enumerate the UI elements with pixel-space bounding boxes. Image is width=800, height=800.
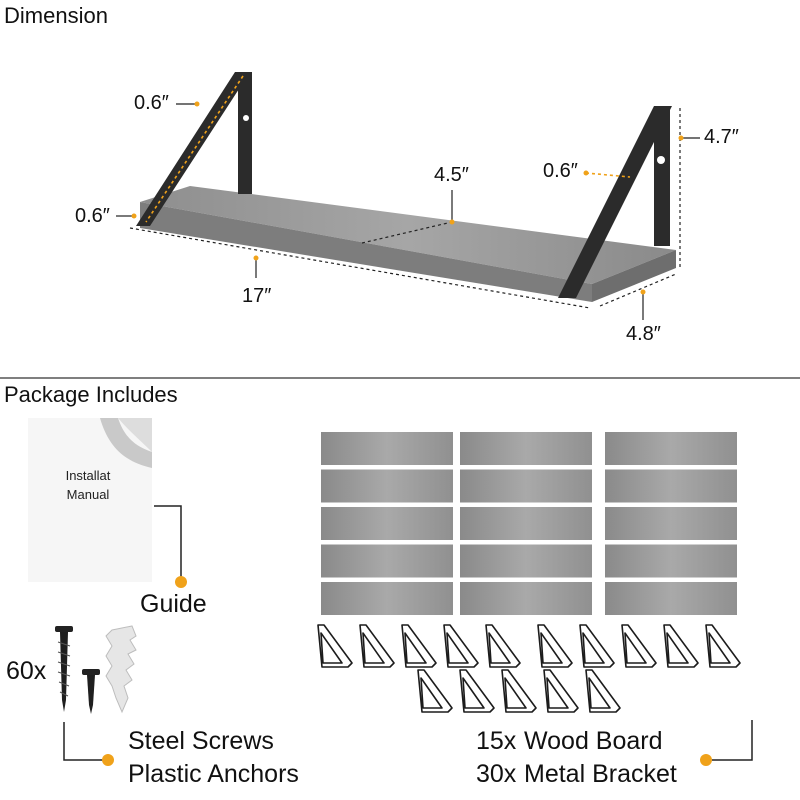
hardware-leader-line (63, 722, 104, 761)
boards-dot (700, 754, 712, 766)
wood-board-tile (460, 507, 592, 540)
metal-bracket-icon (621, 624, 657, 668)
bracket-height-label: 4.7″ (704, 126, 739, 148)
wood-board-tile (321, 582, 453, 615)
total-height-label: 4.8″ (626, 323, 661, 345)
wood-board-tile (605, 507, 737, 540)
depth-label: 4.5″ (434, 164, 469, 186)
metal-bracket-icon (359, 624, 395, 668)
brackets-label: Metal Bracket (524, 760, 677, 788)
metal-bracket-icon (317, 624, 353, 668)
screws-label: Steel Screws (128, 727, 274, 755)
dimension-title: Dimension (4, 3, 108, 28)
metal-bracket-icon (585, 669, 621, 713)
wood-board-tile (321, 469, 453, 503)
wood-board-tile (460, 432, 592, 465)
wood-board-tile (321, 507, 453, 540)
screw-long (55, 626, 73, 712)
manual-text-line1: Installat (65, 468, 111, 483)
hardware-dot (102, 754, 114, 766)
shelf-board (140, 186, 676, 302)
guide-dot (175, 576, 187, 588)
manual-text-line2: Manual (66, 487, 110, 502)
wood-board-tile (321, 432, 453, 465)
metal-bracket-icon (417, 669, 453, 713)
plastic-anchor (105, 625, 137, 714)
wood-board-grid (321, 432, 737, 615)
boards-label: Wood Board (524, 727, 663, 755)
left-bracket (136, 72, 252, 226)
hardware-quantity: 60x (6, 657, 47, 685)
anchors-label: Plastic Anchors (128, 760, 299, 788)
dimension-dots (131, 101, 684, 295)
metal-bracket-icon (705, 624, 741, 668)
manual-sheet (28, 418, 152, 582)
metal-bracket-icon (543, 669, 579, 713)
wood-board-tile (605, 582, 737, 615)
package-title: Package Includes (4, 382, 178, 407)
guide-leader-line (154, 505, 182, 580)
wood-board-tile (321, 544, 453, 578)
length-label: 17″ (242, 285, 272, 307)
brackets-quantity: 30x (476, 760, 517, 788)
metal-bracket-icon (663, 624, 699, 668)
guide-label: Guide (140, 590, 207, 618)
metal-bracket-icon (537, 624, 573, 668)
metal-bracket-icon (401, 624, 437, 668)
metal-bracket-icon (579, 624, 615, 668)
wood-board-tile (460, 469, 592, 503)
wood-board-tile (605, 432, 737, 465)
wood-board-tile (460, 544, 592, 578)
dimension-lines (116, 103, 700, 320)
wood-board-tile (605, 469, 737, 503)
screw-short (82, 669, 100, 714)
strap-width-right-label: 0.6″ (543, 160, 578, 182)
wood-board-tile (605, 544, 737, 578)
strap-width-top-label: 0.6″ (134, 92, 169, 114)
boards-leader-line (712, 720, 753, 761)
metal-bracket-icon (501, 669, 537, 713)
metal-bracket-icon (443, 624, 479, 668)
metal-bracket-grid (317, 624, 741, 713)
metal-bracket-icon (485, 624, 521, 668)
wood-board-tile (460, 582, 592, 615)
boards-quantity: 15x (476, 727, 517, 755)
manual-cover-text: Installat Manual (50, 466, 126, 504)
right-bracket (558, 106, 672, 298)
strap-width-left-label: 0.6″ (75, 205, 110, 227)
metal-bracket-icon (459, 669, 495, 713)
